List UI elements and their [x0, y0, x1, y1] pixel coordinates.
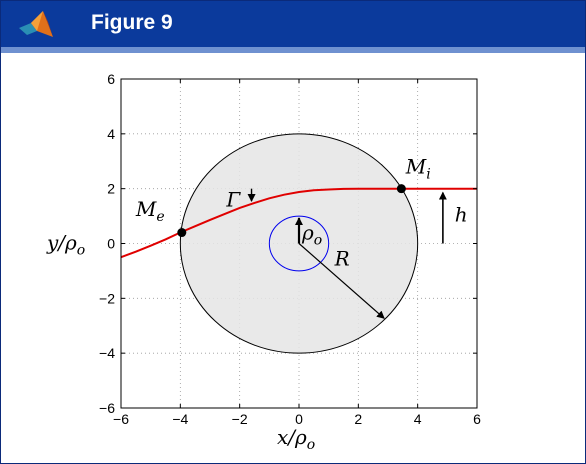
x-tick-label: −6	[113, 411, 129, 427]
h-label: h	[455, 203, 468, 227]
title-bar[interactable]: Figure 9	[1, 1, 585, 47]
x-tick-label: 4	[414, 411, 422, 427]
inner-circle	[268, 215, 330, 272]
point-me-label: Me	[135, 197, 165, 225]
rho-label: ρo	[301, 221, 322, 249]
x-tick-label: −4	[172, 411, 188, 427]
gamma-label: Γ	[225, 187, 241, 211]
x-tick-label: −2	[232, 411, 248, 427]
x-tick-label: 0	[295, 411, 303, 427]
title-divider	[1, 47, 585, 53]
y-tick-label: 0	[107, 236, 115, 252]
window-title: Figure 9	[91, 11, 173, 34]
y-tick-label: 2	[107, 181, 115, 197]
x-axis-label: x/ρo	[277, 425, 315, 453]
y-tick-label: 6	[107, 71, 115, 87]
y-tick-label: −6	[99, 400, 115, 416]
matlab-logo-icon	[19, 11, 53, 37]
y-tick-label: −4	[99, 345, 115, 361]
y-axis-label: y/ρo	[46, 231, 85, 259]
y-tick-label: −2	[99, 290, 115, 306]
y-tick-label: 4	[107, 126, 115, 142]
r-label: R	[334, 246, 350, 270]
point-me	[177, 228, 187, 238]
x-tick-label: 6	[473, 411, 481, 427]
point-mi-label: Mi	[405, 155, 431, 183]
x-tick-label: 2	[354, 411, 362, 427]
r-arrow	[298, 243, 385, 319]
point-mi	[396, 184, 406, 194]
